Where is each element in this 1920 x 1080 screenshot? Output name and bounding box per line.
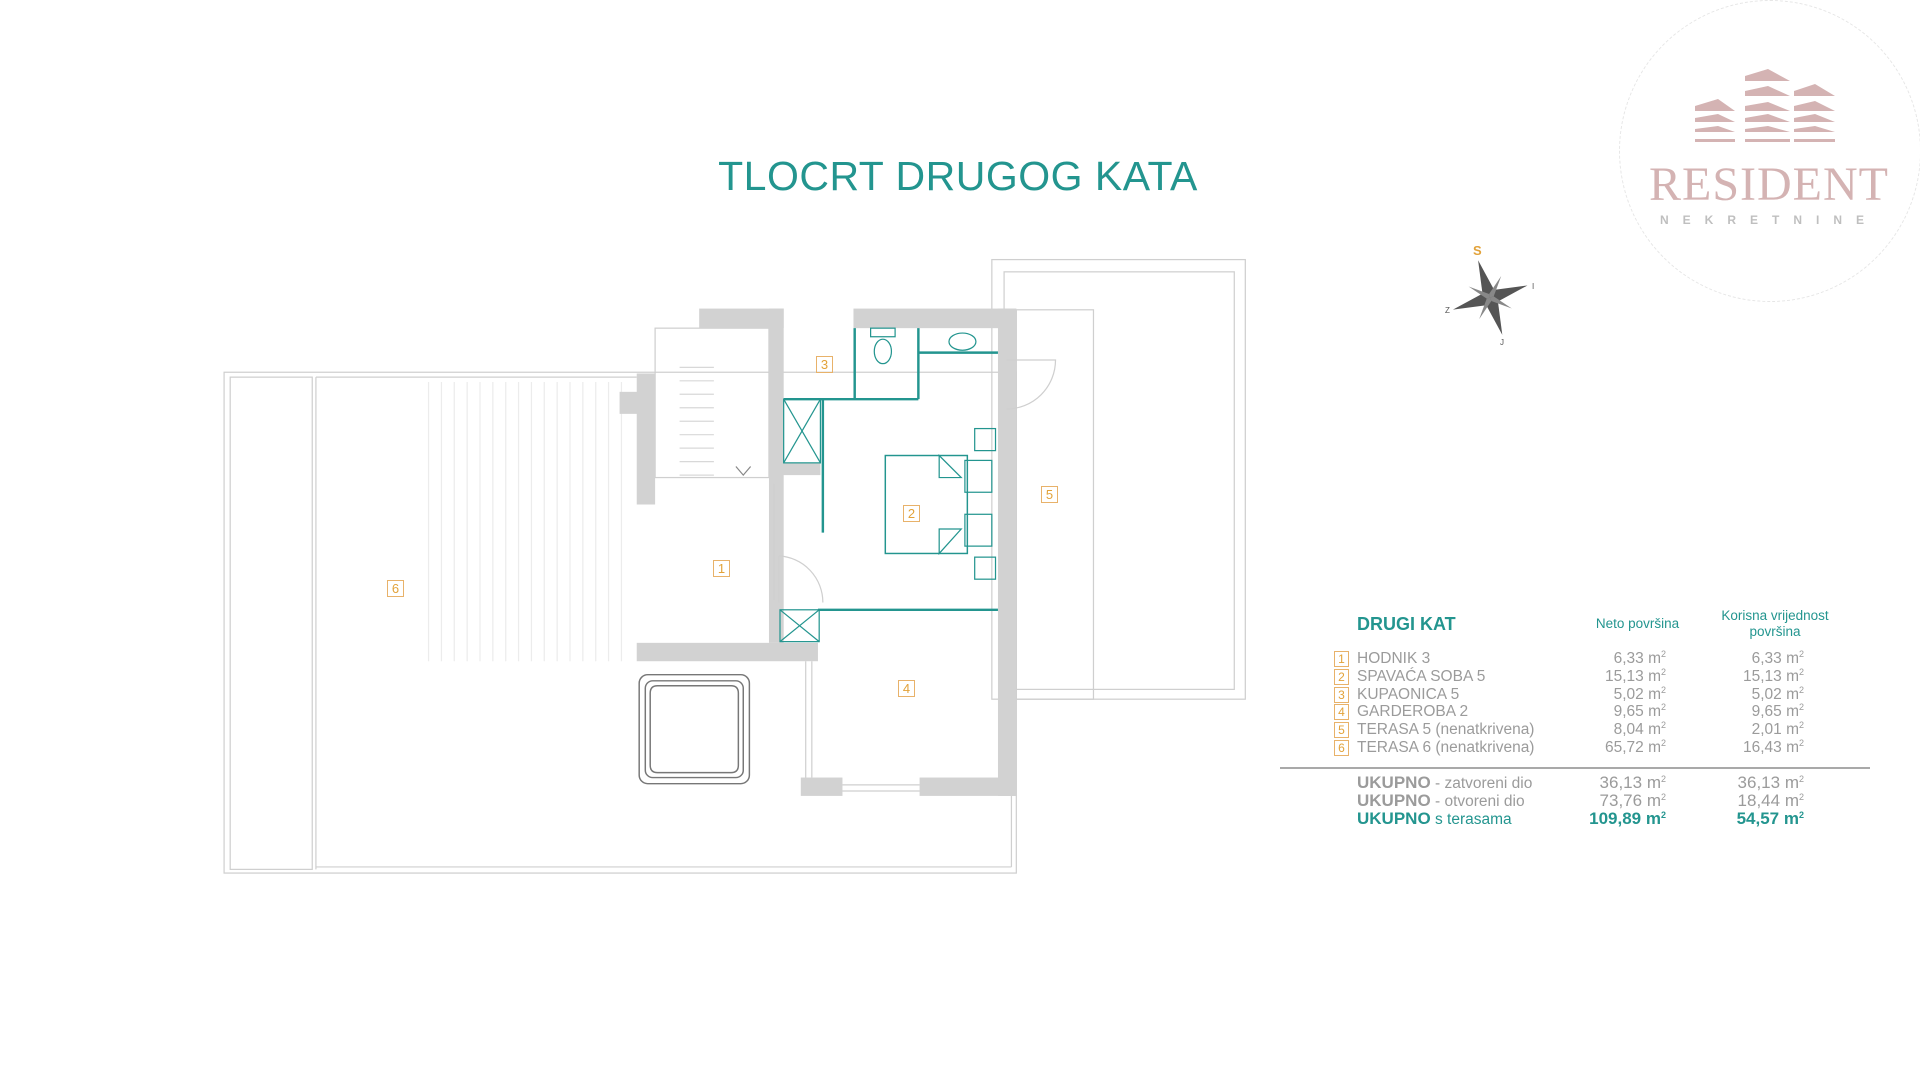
row-korisna: 6,33 m2 (1751, 649, 1804, 668)
compass-south-label: J (1500, 338, 1504, 347)
total-label: UKUPNO - zatvoreni dio (1357, 773, 1533, 792)
row-neto: 5,02 m2 (1613, 684, 1666, 703)
row-neto: 65,72 m2 (1604, 738, 1666, 757)
plan-label-2: 2 (903, 505, 920, 522)
row-name: KUPAONICA 5 (1357, 685, 1460, 703)
row-korisna: 5,02 m2 (1751, 684, 1804, 703)
plan-label-5: 5 (1041, 486, 1058, 503)
bed (884, 454, 969, 555)
col-korisna-line1: Korisna vrijednost (1721, 608, 1829, 623)
row-index: 5 (1334, 722, 1349, 739)
row-neto: 8,04 m2 (1613, 720, 1666, 739)
logo (1619, 0, 1920, 302)
logo-name: RESIDENT (1649, 158, 1889, 211)
row-name: HODNIK 3 (1357, 650, 1431, 667)
row-index: 2 (1334, 668, 1349, 685)
row-name: GARDEROBA 2 (1357, 703, 1469, 721)
compass-north-label: S (1473, 243, 1482, 258)
col-neto-header: Neto površina (1595, 616, 1680, 631)
row-index: 3 (1334, 686, 1349, 703)
row-korisna: 15,13 m2 (1742, 666, 1804, 685)
total-korisna: 36,13 m2 (1737, 773, 1804, 792)
staircase (679, 366, 714, 476)
total-korisna: 54,57 m2 (1736, 809, 1804, 828)
terrace-6-planter (229, 376, 313, 870)
table-divider (1280, 767, 1870, 769)
total-neto: 109,89 m2 (1589, 809, 1666, 828)
page-title: TLOCRT DRUGOG KATA (718, 153, 1198, 199)
row-neto: 9,65 m2 (1613, 702, 1666, 721)
jacuzzi (638, 673, 751, 785)
row-index: 4 (1334, 704, 1349, 721)
logo-subtitle: NEKRETNINE (1659, 213, 1878, 227)
terrace-5-outline (991, 258, 1246, 700)
total-label: UKUPNO s terasama (1357, 809, 1512, 828)
table-heading: DRUGI KAT (1357, 614, 1456, 634)
row-index: 1 (1334, 651, 1349, 667)
compass-west-label: Z (1445, 306, 1450, 315)
logo-buildings-icon (1695, 69, 1835, 142)
row-neto: 15,13 m2 (1604, 666, 1666, 685)
row-name: TERASA 6 (nenatkrivena) (1357, 739, 1535, 756)
row-name: SPAVAĆA SOBA 5 (1357, 667, 1486, 685)
plan-label-3: 3 (816, 356, 833, 373)
total-neto: 73,76 m2 (1599, 791, 1666, 810)
col-korisna-line2: površina (1749, 624, 1801, 639)
interior-walls (779, 327, 998, 643)
total-label: UKUPNO - otvoreni dio (1357, 791, 1525, 810)
row-korisna: 9,65 m2 (1751, 702, 1804, 721)
row-name: TERASA 5 (nenatkrivena) (1357, 721, 1535, 739)
row-korisna: 2,01 m2 (1751, 720, 1804, 739)
row-index: 6 (1334, 740, 1349, 756)
row-neto: 6,33 m2 (1613, 649, 1666, 668)
row-korisna: 16,43 m2 (1742, 738, 1804, 757)
plan-label-1: 1 (713, 560, 730, 577)
terrace-6-outline (223, 371, 1017, 874)
walls (619, 308, 1017, 796)
deck-hatching (427, 382, 623, 662)
total-neto: 36,13 m2 (1599, 773, 1666, 792)
plan-label-4: 4 (898, 680, 915, 697)
col-korisna-header: Korisna vrijednost površina (1705, 608, 1845, 640)
total-korisna: 18,44 m2 (1737, 791, 1804, 810)
compass-rose-icon (1452, 260, 1528, 335)
plan-label-6: 6 (387, 580, 404, 597)
compass-east-label: I (1532, 282, 1535, 291)
